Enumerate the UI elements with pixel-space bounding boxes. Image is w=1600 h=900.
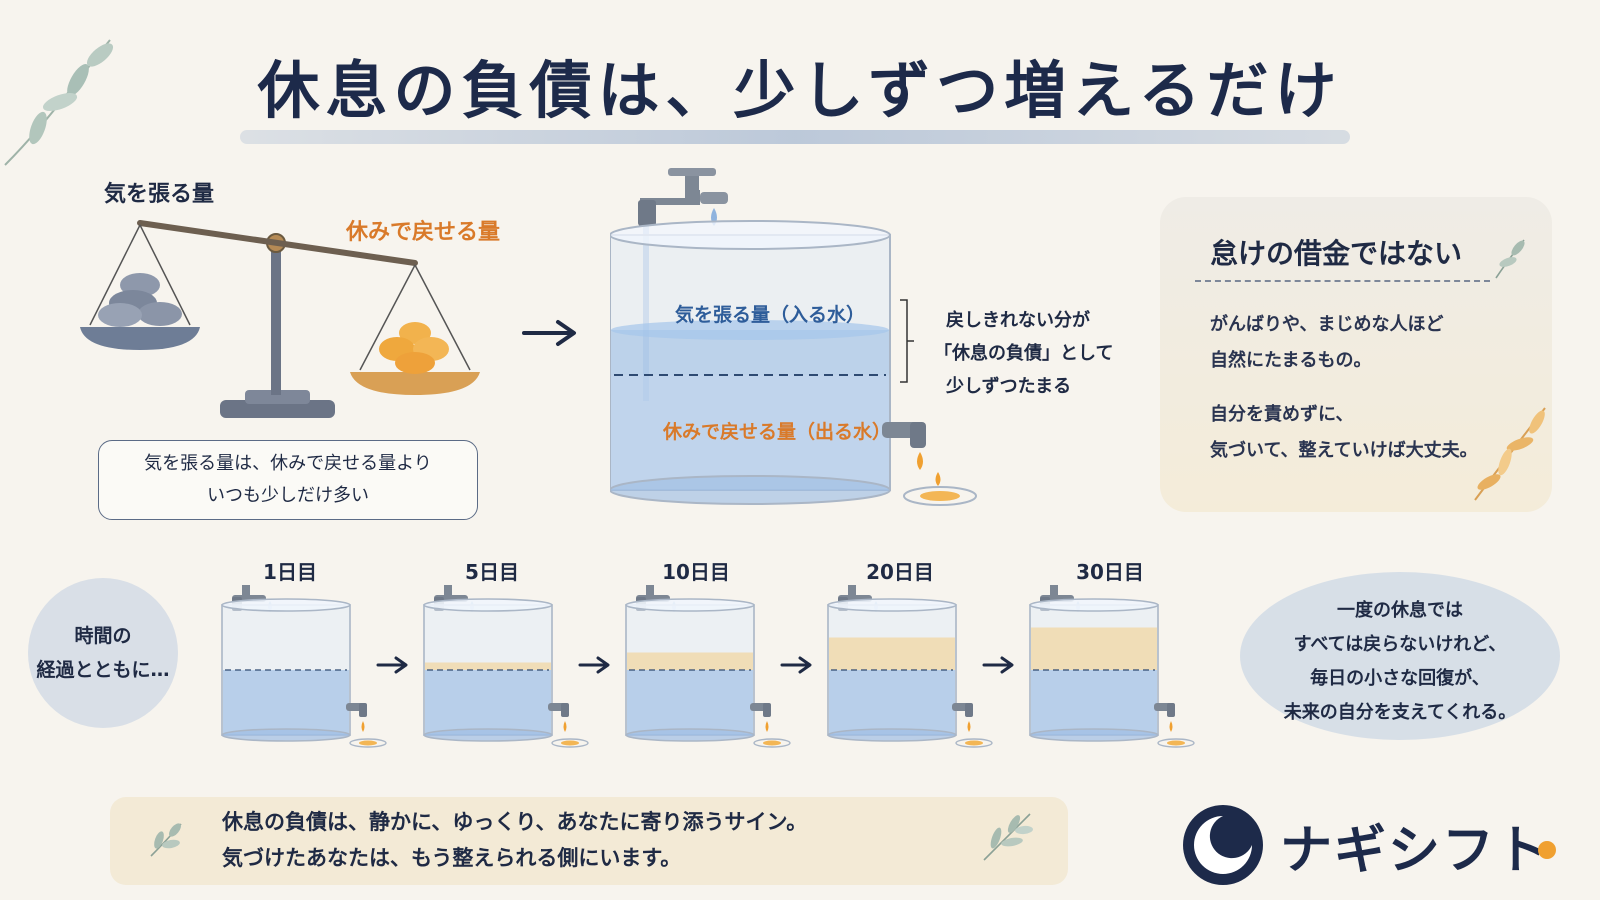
card-line2: 自然にたまるもの。: [1210, 350, 1372, 371]
tank-2-water: [425, 670, 551, 735]
tank-1-bottom: [221, 728, 351, 742]
banner-leaf-right-icon: [983, 813, 1033, 861]
arrow-right-icon: [522, 320, 576, 346]
scale-left-label: 気を張る量: [104, 182, 215, 207]
tank-3-faucet: [646, 585, 654, 599]
tank-out-label: 休みで戻せる量（出る水）: [663, 421, 892, 443]
tank-2-puddle-ring: [551, 738, 589, 748]
card-title: 怠けの借金ではない: [1210, 237, 1463, 270]
tank-3-puddle-ring: [753, 738, 791, 748]
tank-4-water: [829, 670, 955, 735]
tank-1-puddle-ring: [349, 738, 387, 748]
day-label-2: 5日目: [465, 560, 519, 584]
card-line4: 気づいて、整えていけば大丈夫。: [1210, 440, 1478, 461]
card-line3: 自分を責めずに、: [1210, 404, 1354, 425]
bracket-line1: 戻しきれない分が: [946, 310, 1090, 331]
tank-1-water: [223, 670, 349, 735]
tank-5-bottom: [1029, 728, 1159, 742]
tank-4-puddle: [965, 740, 983, 746]
leaf-branch-decoration: [4, 39, 114, 166]
day-label-1: 1日目: [263, 560, 317, 584]
tank-4-puddle-ring: [955, 738, 993, 748]
tank-5-orange-drop: [1169, 721, 1173, 732]
tank-bracket-note: 戻しきれない分が 「休息の負債」として 少しずつたまる: [928, 304, 1113, 403]
tank-2-bottom: [423, 728, 553, 742]
tank-2-orange-drop: [563, 721, 567, 732]
timeline-arrow-2-head: [596, 656, 610, 674]
tank-1-orange-drop: [361, 721, 365, 732]
tank-4-faucet: [848, 585, 856, 599]
card-divider: [1195, 280, 1490, 282]
bottom-banner: [110, 797, 1068, 885]
right-message-line2: すべては戻らないけれど、: [1293, 634, 1507, 655]
page-title: 休息の負債は、少しずつ増えるだけ: [257, 54, 1343, 127]
timeline-tanks: [221, 585, 1195, 748]
day-label-3: 10日目: [662, 560, 730, 584]
tank-3-orange-drop: [765, 721, 769, 732]
right-message-line4: 未来の自分を支えてくれる。: [1283, 702, 1517, 723]
tank-4-orange-drop: [967, 721, 971, 732]
tank-2-outlet-head: [561, 703, 569, 717]
tank-2-puddle: [561, 740, 579, 746]
right-message-line1: 一度の休息では: [1337, 600, 1463, 621]
brand-logo-icon: [1183, 805, 1263, 885]
tank-2-rim: [423, 598, 553, 612]
scale-note-line2: いつも少しだけ多い: [207, 485, 369, 506]
tank-2-faucet: [444, 585, 452, 599]
tank-3-bottom: [625, 728, 755, 742]
scale-note-box: 気を張る量は、休みで戻せる量より いつも少しだけ多い: [98, 440, 478, 520]
timeline-arrow-1-head: [394, 656, 408, 674]
tank-in-label: 気を張る量（入る水）: [675, 304, 866, 326]
tank-5-puddle-ring: [1157, 738, 1195, 748]
reassurance-card: [1160, 197, 1552, 512]
tank-4-debt-layer: [829, 637, 955, 670]
timeline-arrow-3-head: [798, 656, 812, 674]
tank-1-rim: [221, 598, 351, 612]
tank-5-rim: [1029, 598, 1159, 612]
banner-line2: 気づけたあなたは、もう整えられる側にいます。: [222, 846, 682, 870]
tank-5-water: [1031, 670, 1157, 735]
tank-3-outlet-head: [763, 703, 771, 717]
tank-4-bottom: [827, 728, 957, 742]
golden-leaf-icon: [1474, 407, 1546, 501]
tank-1-outlet-head: [359, 703, 367, 717]
timeline-arrow-4-head: [1000, 656, 1014, 674]
tank-1-faucet: [242, 585, 250, 599]
banner-line1: 休息の負債は、静かに、ゆっくり、あなたに寄り添うサイン。: [222, 810, 808, 834]
day-label-5: 30日目: [1076, 560, 1144, 584]
balance-scale-illustration: [80, 220, 480, 418]
timeline-intro-line2: 経過とともに…: [36, 659, 170, 681]
card-line1: がんばりや、まじめな人ほど: [1210, 314, 1444, 335]
right-message-line3: 毎日の小さな回復が、: [1310, 668, 1490, 689]
scale-note-line1: 気を張る量は、休みで戻せる量より: [144, 453, 432, 474]
banner-leaf-left-icon: [150, 823, 182, 857]
tank-4-outlet-head: [965, 703, 973, 717]
tank-5-puddle: [1167, 740, 1185, 746]
tank-3-puddle: [763, 740, 781, 746]
tank-1-puddle: [359, 740, 377, 746]
tank-5-faucet: [1050, 585, 1058, 599]
tank-3-debt-layer: [627, 652, 753, 670]
tank-2-debt-layer: [425, 662, 551, 670]
tank-5-outlet-head: [1167, 703, 1175, 717]
leaf-icon: [1495, 239, 1525, 279]
bracket-line2: 「休息の負債」として: [934, 343, 1114, 364]
timeline-intro-line1: 時間の: [74, 625, 132, 647]
scale-right-label: 休みで戻せる量: [346, 220, 501, 245]
day-label-4: 20日目: [866, 560, 934, 584]
brand-dot: [1538, 841, 1556, 859]
right-message-bubble: [1240, 572, 1560, 740]
tank-3-water: [627, 670, 753, 735]
title-underline: [240, 130, 1350, 144]
tank-4-rim: [827, 598, 957, 612]
timeline-intro-bubble: 時間の 経過とともに…: [28, 578, 178, 728]
brand-name: ナギシフト: [1280, 821, 1551, 881]
water-tank-illustration: [610, 168, 977, 506]
tank-5-debt-layer: [1031, 627, 1157, 670]
bracket-line3: 少しずつたまる: [946, 376, 1072, 397]
tank-3-rim: [625, 598, 755, 612]
